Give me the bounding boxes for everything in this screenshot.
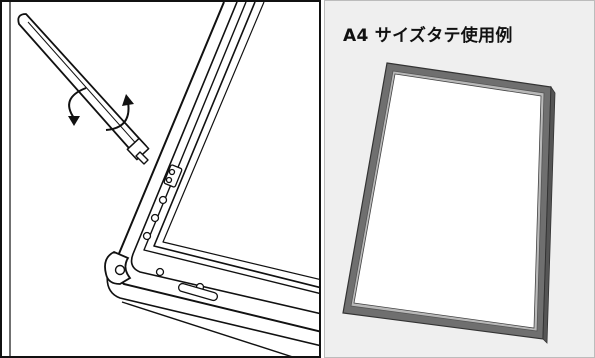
closeup-panel [0,0,321,358]
usage-example-panel: A4 サイズタテ使用例 [324,0,595,358]
rotation-arrows-icon [68,87,134,131]
bottom-slot [177,282,219,302]
frame-corner-closeup [9,2,319,356]
frame-edge [542,85,556,344]
a4-portrait-frame [342,62,556,344]
frame-insert [353,73,542,329]
usage-caption: A4 サイズタテ使用例 [343,26,513,46]
rail-lock [163,164,183,188]
opening-tool [17,13,150,165]
corner-hinge [104,251,132,285]
rail-holes [142,195,168,241]
frame-rail [106,2,319,356]
